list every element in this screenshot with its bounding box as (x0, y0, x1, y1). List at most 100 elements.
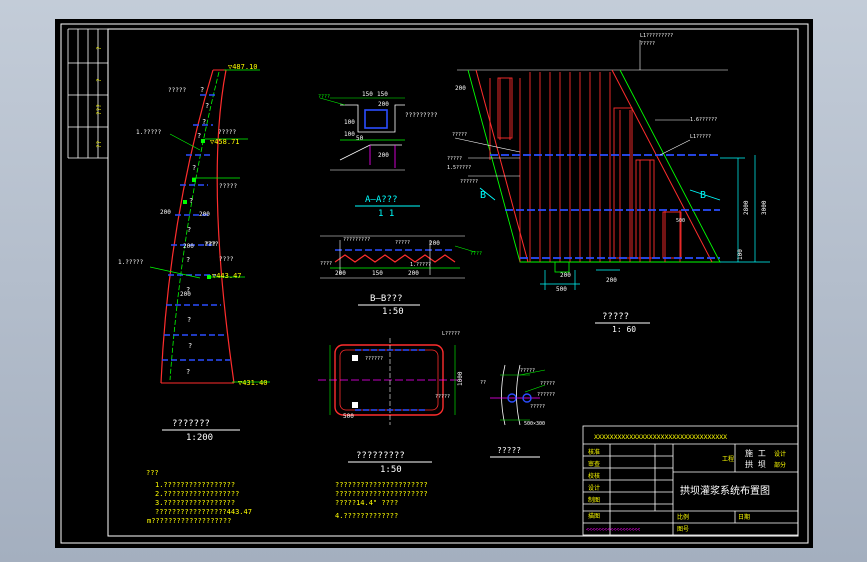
tb-stage2: 拱 坝 (745, 459, 766, 469)
dam-section-title: ??????? (172, 419, 210, 429)
tb-row-2: 审查 (588, 460, 600, 468)
dam-elevation-1: ▽487.10 (228, 63, 258, 71)
bb-dim-2: 150 (372, 270, 383, 277)
notes2-line-2: ?????????????????????? (335, 490, 428, 498)
grout-detail (318, 338, 462, 425)
tb-row-1: 核准 (588, 448, 600, 456)
dam-label-6: 1.????? (118, 259, 144, 266)
sheet-background (55, 19, 813, 548)
bb-label-4: 1.????? (410, 262, 431, 268)
tb-date-label: 日期 (738, 513, 750, 521)
bb-dim-3: 200 (408, 270, 419, 277)
bb-dim-5: ???? (320, 261, 332, 267)
aa-dim-5: 100 (344, 131, 355, 138)
elev-title: ????? (602, 312, 629, 322)
notes-line-2: 2.?????????????????? (155, 490, 239, 498)
small-label-5: ?? (480, 380, 486, 386)
dam-cell-mark-6: ? (186, 256, 190, 264)
tb-row-3: 校核 (588, 472, 600, 480)
dam-cell-mark-8: ? (187, 316, 191, 324)
notes-line-1: 1.????????????????? (155, 481, 235, 489)
aa-dim-2: 150 (377, 91, 388, 98)
tb-row-6: 描图 (588, 512, 600, 520)
tb-stage1-sub: 设计 (774, 450, 786, 458)
grout-dim-2: 500 (343, 413, 354, 420)
elevation-view (454, 40, 770, 290)
title-block (582, 425, 799, 536)
elev-label-5: ????? (452, 132, 467, 138)
inner-frame (107, 28, 799, 537)
dam-label-1: ????? (168, 87, 186, 94)
tb-scale-label: 比例 (677, 513, 689, 521)
left-strip-label-2: ? (96, 78, 103, 82)
elev-dim-8: 500 (676, 218, 685, 224)
dam-elevation-4: ▽431.40 (238, 379, 268, 387)
dam-cell-mark-7: ? (186, 286, 190, 294)
small-label-1: ????? (520, 368, 535, 374)
elev-label-7: 1.5????? (447, 165, 471, 171)
left-strip-label-3: ??? (96, 104, 103, 115)
aa-dim-6: 50 (356, 135, 364, 142)
dam-elevation-2: ▽458.71 (210, 138, 240, 146)
dam-label-4: ????? (219, 183, 237, 190)
dam-hatch-marks (183, 139, 211, 279)
elev-label-2: ????? (640, 41, 655, 47)
elev-dim-7: 200 (560, 272, 571, 279)
elev-mark-b-left: B (480, 190, 486, 201)
notes-line-5: m??????????????????? (147, 517, 231, 525)
section-bb (320, 235, 476, 279)
dam-section (149, 69, 270, 384)
tb-footer: <<<<<<<<<<<<<<<<<< (586, 527, 640, 533)
dam-label-2: 1.????? (136, 129, 162, 136)
aa-scale: 1 1 (378, 209, 394, 219)
grout-scale: 1:50 (380, 465, 402, 475)
notes-line-3: 3.????????????????? (155, 499, 235, 507)
elev-dim-3: 3000 (761, 200, 768, 215)
tb-header: XXXXXXXXXXXXXXXXXXXXXXXXXXXXXXXXXX (594, 433, 727, 441)
dam-grout-line (169, 71, 220, 381)
dam-downstream-face (216, 69, 235, 384)
elev-dim-1: 200 (455, 85, 466, 92)
bb-label-2: ????? (395, 240, 410, 246)
dam-dim-4: 200 (180, 291, 191, 298)
outer-frame (60, 23, 809, 544)
dam-cell-mark-11: ? (200, 86, 204, 94)
bb-dim-4: 200 (429, 240, 440, 247)
elev-label-1: L1????????? (640, 33, 673, 39)
aa-label-2: ????????? (405, 112, 438, 119)
aa-dim-3: 200 (378, 101, 389, 108)
dam-cell-mark-5: ? (187, 226, 191, 234)
dam-label-7: ???? (219, 256, 234, 263)
small-title: ????? (497, 446, 521, 455)
tb-project: 工程 (722, 455, 734, 463)
elevation-vertical-pipes (489, 72, 681, 262)
dam-dim-1: 200 (160, 209, 171, 216)
dam-cell-mark-2: ? (197, 132, 201, 140)
dam-cell-mark-4: ? (189, 197, 193, 205)
dam-cell-mark-9: ? (188, 342, 192, 350)
section-aa (319, 97, 405, 171)
dam-label-3: ????? (218, 129, 236, 136)
dam-upstream-face (160, 69, 214, 384)
aa-dim-1: 150 (362, 91, 373, 98)
elev-scale: 1: 60 (612, 325, 636, 334)
notes-line-4: ?????????????????443.47 (155, 508, 252, 516)
notes-heading: ??? (146, 469, 159, 477)
grout-label-3: ????? (435, 394, 450, 400)
dam-dim-5: ??? (205, 241, 216, 248)
notes2-line-4: 4.????????????? (335, 512, 398, 520)
notes2-line-3: ?????14.4" ???? (335, 499, 398, 507)
elev-dim-4: 100 (737, 249, 744, 260)
left-strip-label-1: ? (96, 46, 103, 50)
elev-label-4: L1????? (690, 134, 711, 140)
grout-label-2: ?????? (365, 356, 383, 362)
tb-stage2-sub: 部分 (774, 461, 786, 469)
elev-label-8: ?????? (460, 179, 478, 185)
dam-leader-lines (149, 69, 270, 383)
elev-dim-6: 200 (606, 277, 617, 284)
bb-title: B—B??? (370, 294, 403, 304)
bb-label-1: ????????? (343, 237, 370, 243)
dam-elevation-3: ▽443.47 (212, 272, 242, 280)
dam-cell-mark-3: ? (192, 164, 196, 172)
